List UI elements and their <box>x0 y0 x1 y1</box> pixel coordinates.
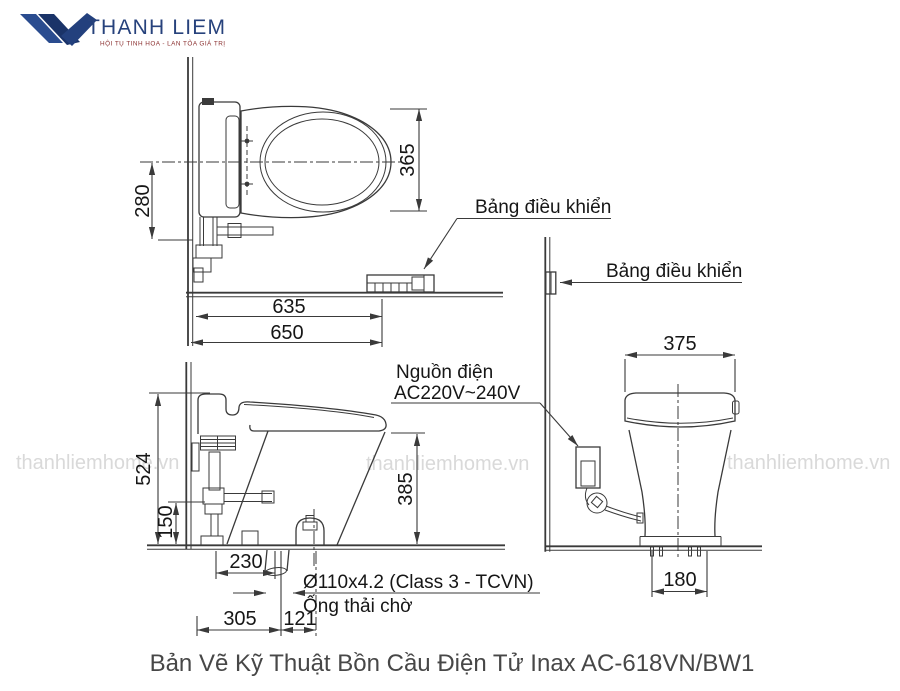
dim-150-label: 150 <box>155 505 177 538</box>
control-panel-callout-top: Bảng điều khiển <box>423 197 611 270</box>
dim-305-label: 305 <box>223 608 256 630</box>
dim-385-label: 385 <box>395 472 417 505</box>
front-view: 375 180 Bảng điều khiển Nguồn điện AC220… <box>391 237 762 597</box>
brand-logo: THANH LIEM HỘI TỤ TINH HOA - LAN TỎA GIÁ… <box>20 13 226 48</box>
logo-mark-icon <box>20 13 97 46</box>
side-view-linework <box>147 362 505 576</box>
control-panel-callout-front: Bảng điều khiển <box>560 261 742 286</box>
dim-650-label: 650 <box>270 322 303 344</box>
dim-230-label: 230 <box>229 551 262 573</box>
top-view-linework <box>140 57 503 346</box>
dim-365-label: 365 <box>397 143 419 176</box>
top-view: 280 365 635 650 Bảng điều khiển <box>132 57 611 347</box>
dim-524-label: 524 <box>133 452 155 485</box>
dim-635-label: 635 <box>272 296 305 318</box>
front-view-linework <box>544 237 762 560</box>
drain-callout: Ø110x4.2 (Class 3 - TCVN) Ống thải chờ <box>233 572 540 617</box>
dim-280-label: 280 <box>132 184 154 217</box>
watermark-right: thanhliemhome.vn <box>727 452 890 474</box>
watermarks: thanhliemhome.vn thanhliemhome.vn thanhl… <box>16 452 890 475</box>
power-label-line1: Nguồn điện <box>396 362 493 383</box>
power-callout: Nguồn điện AC220V~240V <box>391 362 579 447</box>
watermark-left: thanhliemhome.vn <box>16 452 179 474</box>
front-view-dimensions: 375 180 <box>624 333 736 597</box>
drain-spec-label: Ø110x4.2 (Class 3 - TCVN) <box>303 572 534 593</box>
drain-pipe-label: Ống thải chờ <box>303 595 413 617</box>
power-label-line2: AC220V~240V <box>394 383 521 404</box>
control-panel-label-top: Bảng điều khiển <box>475 197 611 218</box>
drawing-caption: Bản Vẽ Kỹ Thuật Bồn Cầu Điện Tử Inax AC-… <box>150 650 755 677</box>
side-view-dimensions: 524 150 385 230 305 121 <box>133 392 425 636</box>
dim-121-label: 121 <box>283 608 316 630</box>
dim-375-label: 375 <box>663 333 696 355</box>
top-view-dimensions: 280 365 635 650 <box>132 108 427 347</box>
brand-tagline: HỘI TỤ TINH HOA - LAN TỎA GIÁ TRỊ <box>100 39 226 48</box>
dim-180-label: 180 <box>663 569 696 591</box>
watermark-center: thanhliemhome.vn <box>366 453 529 475</box>
brand-name: THANH LIEM <box>87 16 226 39</box>
side-view: 524 150 385 230 305 121 Ø110 <box>133 362 540 636</box>
control-panel-label-front: Bảng điều khiển <box>606 261 742 282</box>
